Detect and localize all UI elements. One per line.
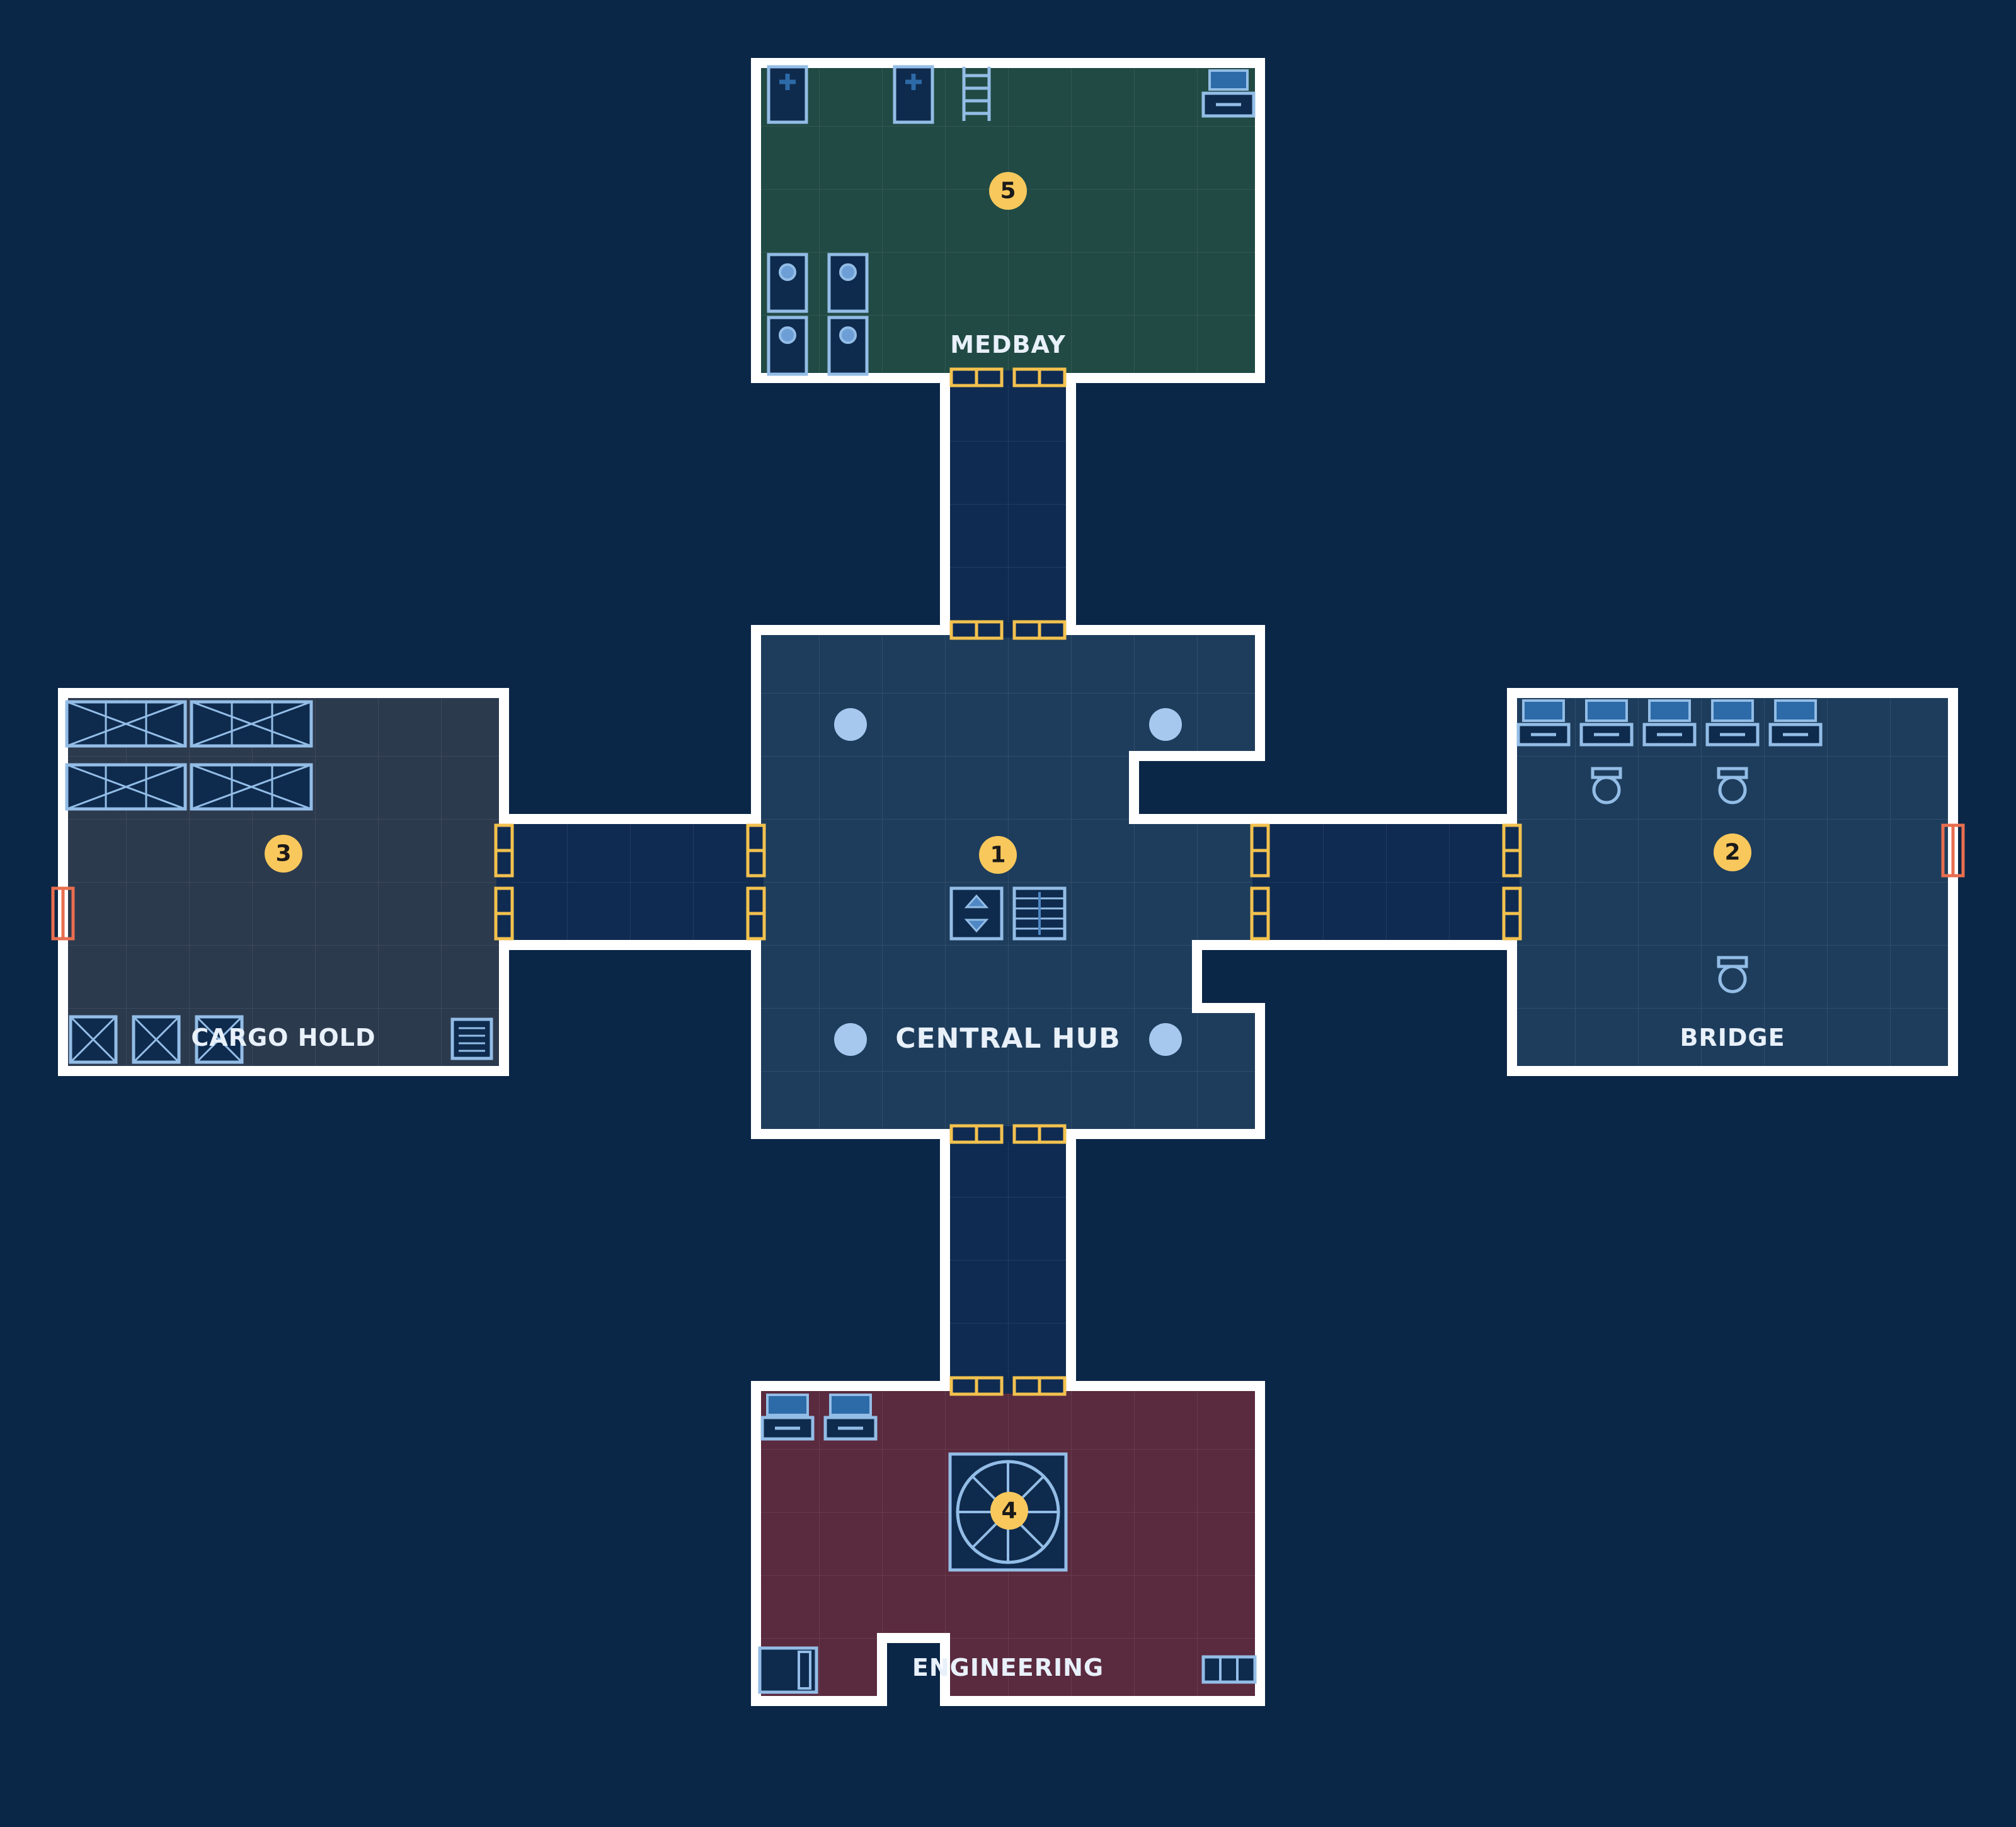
medical-bed-icon[interactable] bbox=[893, 65, 934, 124]
cargo-crate-icon[interactable] bbox=[69, 1015, 118, 1064]
door-icon[interactable] bbox=[949, 367, 1004, 387]
room-number-badge: 3 bbox=[265, 835, 302, 873]
corridor-north bbox=[940, 373, 1076, 635]
cryo-pod-icon[interactable] bbox=[767, 316, 808, 376]
pilot-seat-icon[interactable] bbox=[1717, 956, 1748, 994]
room-cargo-hold bbox=[58, 688, 509, 1076]
pillar-icon bbox=[834, 708, 867, 741]
cargo-crate-icon[interactable] bbox=[195, 1015, 244, 1064]
room-bridge bbox=[1507, 688, 1958, 1076]
computer-console-icon[interactable] bbox=[1642, 699, 1697, 747]
cargo-label: CARGO HOLD bbox=[191, 1024, 375, 1051]
vent-icon[interactable] bbox=[450, 1017, 493, 1060]
vent-icon[interactable] bbox=[1012, 886, 1067, 941]
computer-console-icon[interactable] bbox=[1705, 699, 1760, 747]
room-number-badge: 4 bbox=[990, 1492, 1028, 1530]
cryo-pod-icon[interactable] bbox=[767, 253, 808, 313]
door-icon[interactable] bbox=[1250, 823, 1270, 878]
pilot-seat-icon[interactable] bbox=[1591, 767, 1622, 805]
room-central-hub bbox=[751, 625, 1265, 1139]
battery-icon[interactable] bbox=[1201, 1655, 1257, 1684]
door-icon[interactable] bbox=[1502, 886, 1522, 941]
door-icon[interactable] bbox=[1012, 1376, 1067, 1396]
storage-locker-icon[interactable] bbox=[758, 1646, 818, 1694]
pilot-seat-icon[interactable] bbox=[1717, 767, 1748, 805]
pillar-icon bbox=[1149, 708, 1182, 741]
engineering-number: 4 bbox=[1001, 1498, 1017, 1524]
pillar-icon bbox=[834, 1023, 867, 1056]
computer-console-icon[interactable] bbox=[823, 1394, 878, 1441]
bridge-number: 2 bbox=[1724, 840, 1740, 866]
hub-number: 1 bbox=[990, 842, 1005, 868]
airlock-door-icon[interactable] bbox=[1941, 823, 1965, 878]
computer-console-icon[interactable] bbox=[1201, 69, 1256, 118]
door-icon[interactable] bbox=[949, 1376, 1004, 1396]
medical-bed-icon[interactable] bbox=[767, 65, 808, 124]
cryo-pod-icon[interactable] bbox=[827, 253, 869, 313]
medbay-number: 5 bbox=[1000, 178, 1016, 204]
doors bbox=[51, 367, 1965, 1396]
door-icon[interactable] bbox=[949, 1124, 1004, 1144]
door-icon[interactable] bbox=[1012, 367, 1067, 387]
computer-console-icon[interactable] bbox=[1768, 699, 1823, 747]
bridge-label: BRIDGE bbox=[1680, 1024, 1785, 1051]
cryo-pod-icon[interactable] bbox=[827, 316, 869, 376]
cargo-crate-icon[interactable] bbox=[65, 763, 187, 811]
door-icon[interactable] bbox=[1012, 1124, 1067, 1144]
cargo-crate-icon[interactable] bbox=[65, 700, 187, 748]
room-number-badge: 5 bbox=[989, 172, 1027, 210]
hub-label: CENTRAL HUB bbox=[895, 1022, 1121, 1055]
door-icon[interactable] bbox=[494, 823, 514, 878]
door-icon[interactable] bbox=[1502, 823, 1522, 878]
computer-console-icon[interactable] bbox=[760, 1394, 815, 1441]
room-number-badge: 2 bbox=[1714, 833, 1751, 871]
computer-console-icon[interactable] bbox=[1516, 699, 1571, 747]
cargo-number: 3 bbox=[275, 841, 291, 867]
door-icon[interactable] bbox=[746, 886, 766, 941]
ladder-icon[interactable] bbox=[962, 67, 991, 121]
corridor-west bbox=[499, 814, 761, 950]
cargo-crate-icon[interactable] bbox=[132, 1015, 181, 1064]
medbay-label: MEDBAY bbox=[950, 331, 1066, 358]
airlock-door-icon[interactable] bbox=[51, 886, 75, 941]
elevator-icon[interactable] bbox=[949, 886, 1004, 941]
corridor-south bbox=[940, 1129, 1076, 1391]
engineering-label: ENGINEERING bbox=[912, 1654, 1104, 1681]
pillar-icon bbox=[1149, 1023, 1182, 1056]
door-icon[interactable] bbox=[949, 620, 1004, 640]
corridor-east bbox=[1255, 814, 1517, 950]
computer-console-icon[interactable] bbox=[1579, 699, 1634, 747]
door-icon[interactable] bbox=[746, 823, 766, 878]
cargo-crate-icon[interactable] bbox=[190, 763, 313, 811]
door-icon[interactable] bbox=[494, 886, 514, 941]
cargo-crate-icon[interactable] bbox=[190, 700, 313, 748]
door-icon[interactable] bbox=[1250, 886, 1270, 941]
room-number-badge: 1 bbox=[979, 836, 1017, 874]
door-icon[interactable] bbox=[1012, 620, 1067, 640]
